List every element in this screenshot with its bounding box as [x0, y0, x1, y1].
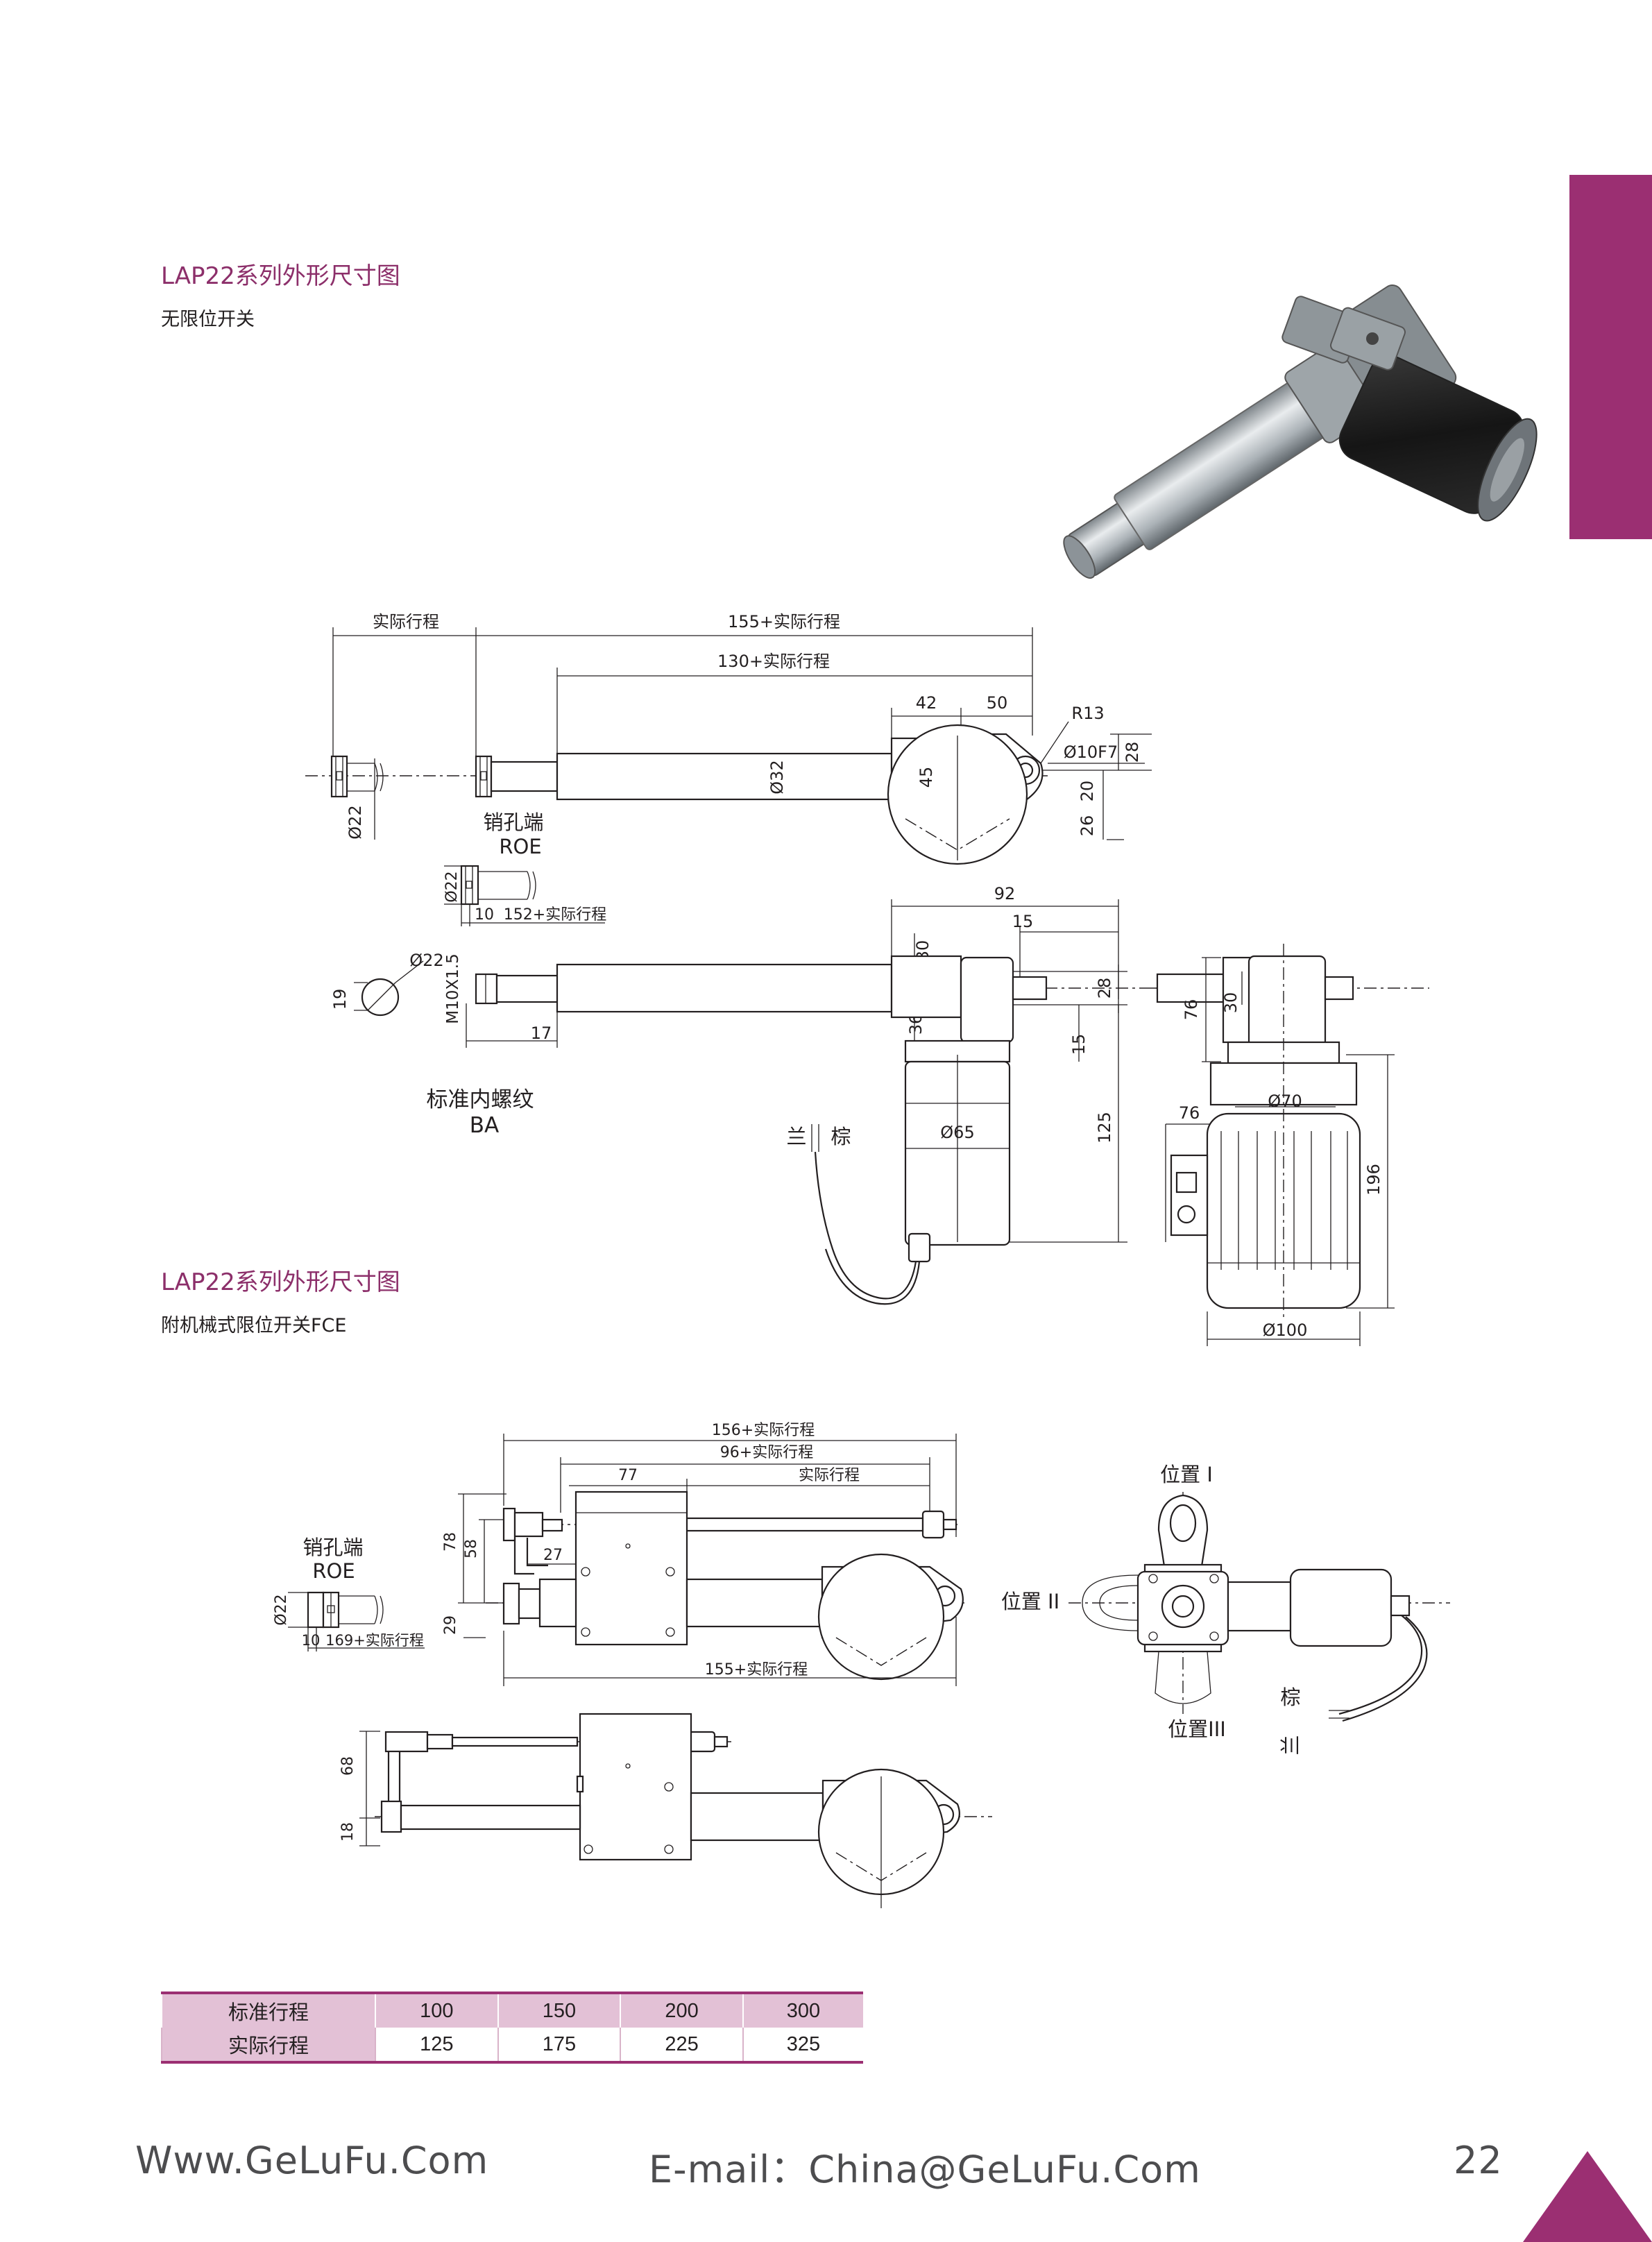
drawing3-end-view: 76 30 Ø70 76 196 Ø100: [1152, 944, 1429, 1346]
dim-76-side: 76: [1179, 1103, 1200, 1123]
dim-156: 156+实际行程: [712, 1422, 815, 1439]
stroke-table: 标准行程 100 150 200 300 实际行程 125 175 225 32…: [161, 1992, 863, 2064]
dim-68: 68: [339, 1756, 357, 1776]
dim-50: 50: [987, 693, 1008, 713]
dim-96: 96+实际行程: [720, 1444, 813, 1461]
dim-22-left: Ø22: [346, 805, 365, 839]
table-cell: 100: [375, 1992, 498, 2028]
dim-100: Ø100: [1263, 1320, 1308, 1340]
dim-92: 92: [994, 884, 1016, 903]
roe-dim-152: 152+实际行程: [504, 906, 606, 924]
dim-27: 27: [543, 1547, 563, 1564]
dim-29: 29: [442, 1615, 459, 1635]
dim-17: 17: [531, 1024, 552, 1043]
thread-label: 标准内螺纹: [427, 1087, 534, 1112]
dim-70: Ø70: [1268, 1092, 1302, 1111]
table-row: 实际行程 125 175 225 325: [161, 2028, 863, 2064]
dim-actual-stroke-4: 实际行程: [799, 1467, 860, 1484]
dim-196: 196: [1364, 1164, 1383, 1196]
table-cell: 175: [497, 2028, 621, 2064]
roe-dim-22-4: Ø22: [273, 1594, 290, 1625]
table-cell: 325: [742, 2028, 863, 2064]
pin-end-label-4: 销孔端: [303, 1536, 363, 1559]
table-cell: 125: [375, 2028, 498, 2064]
actuator-photo: [1063, 285, 1538, 579]
dim-actual-stroke-1: 实际行程: [373, 612, 439, 631]
dim-30-end: 30: [1221, 992, 1241, 1014]
dim-125: 125: [1095, 1112, 1114, 1144]
dim-155-4: 155+实际行程: [705, 1661, 808, 1679]
wire-blue-2: 兰: [1279, 1735, 1302, 1755]
roe-label-4: ROE: [312, 1559, 355, 1583]
section1-subtitle: 无限位开关: [161, 309, 255, 330]
table-row: 标准行程 100 150 200 300: [161, 1992, 863, 2028]
drawing4b-lower-view: 68 18: [339, 1713, 992, 1908]
dim-18: 18: [339, 1822, 357, 1842]
wire-blue-1: 兰: [786, 1125, 806, 1148]
roe-label-1: ROE: [499, 835, 541, 858]
dim-26: 26: [1078, 815, 1097, 837]
section1-title: LAP22系列外形尺寸图: [161, 262, 400, 290]
table-cell: 200: [620, 1992, 743, 2028]
pin-end-label-1: 销孔端: [483, 810, 543, 834]
dim-19: 19: [330, 989, 350, 1010]
section2-title: LAP22系列外形尺寸图: [161, 1268, 400, 1296]
drawing4-fce-view: 156+实际行程 96+实际行程 77 实际行程 78 58 29 27: [273, 1422, 964, 1686]
drawing2-top-view: 92 15 30 28 36 15 125 Ø22 19 M10X1.5: [330, 884, 1180, 1305]
dim-42: 42: [916, 693, 937, 713]
wire-brown-2: 棕: [1280, 1685, 1300, 1709]
dim-78: 78: [442, 1532, 459, 1552]
pos3-label: 位置III: [1168, 1717, 1226, 1741]
ba-label: BA: [470, 1113, 499, 1138]
dim-m10: M10X1.5: [444, 953, 462, 1024]
roe-dim-10-4: 10: [302, 1632, 321, 1649]
roe-dim-169: 169+实际行程: [325, 1632, 424, 1649]
wire-brown-1: 棕: [831, 1125, 851, 1148]
dim-76-top: 76: [1182, 999, 1201, 1021]
dim-45: 45: [917, 767, 936, 788]
dim-155: 155+实际行程: [728, 612, 840, 631]
table-cell: 225: [620, 2028, 743, 2064]
dim-r13: R13: [1071, 704, 1104, 723]
dim-130: 130+实际行程: [717, 652, 830, 671]
dim-20: 20: [1078, 781, 1097, 802]
footer-website[interactable]: Www.GeLuFu.Com: [135, 2139, 489, 2182]
table-row-head: 实际行程: [161, 2028, 375, 2064]
pos2-label: 位置 II: [1001, 1590, 1059, 1613]
footer-email[interactable]: E-mail：China@GeLuFu.Com: [649, 2148, 1201, 2191]
dim-58: 58: [463, 1539, 480, 1559]
side-color-tab: [1569, 175, 1652, 539]
table-cell: 300: [742, 1992, 863, 2028]
table-cell: 150: [497, 1992, 621, 2028]
drawing1-side-view: 实际行程 155+实际行程 130+实际行程 42 50 R13 Ø10F7 2…: [305, 612, 1152, 926]
pos1-label: 位置 I: [1160, 1463, 1213, 1486]
dim-15-top: 15: [1012, 912, 1034, 931]
roe-dim-22: Ø22: [443, 871, 461, 902]
section2-subtitle: 附机械式限位开关FCE: [161, 1315, 347, 1336]
dim-28: 28: [1123, 742, 1142, 763]
corner-triangle: [1523, 2151, 1652, 2242]
page-number: 22: [1454, 2139, 1503, 2182]
dim-77: 77: [618, 1467, 638, 1484]
roe-dim-10: 10: [475, 906, 494, 924]
table-row-head: 标准行程: [161, 1992, 375, 2028]
dim-10f7: Ø10F7: [1064, 742, 1118, 762]
dim-d22-detail: Ø22: [409, 951, 443, 970]
dim-32: Ø32: [767, 760, 787, 794]
drawing5-switch-positions: 位置 I 位置 II 位置III 棕 兰: [1001, 1463, 1450, 1756]
